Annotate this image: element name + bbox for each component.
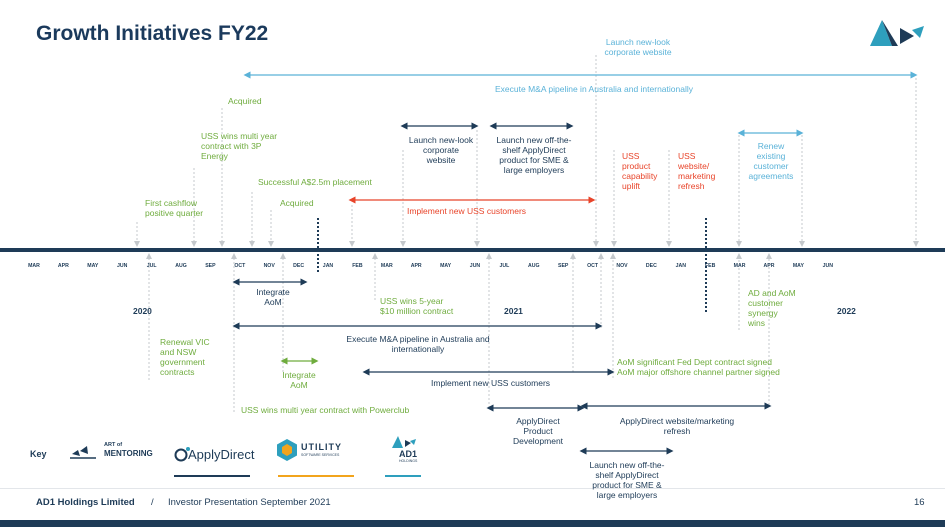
key-underline <box>385 475 421 477</box>
month-label: OCT <box>587 263 599 269</box>
page-number: 16 <box>914 497 925 508</box>
initiative-label: Integrate AoM <box>256 287 290 307</box>
month-label: OCT <box>234 263 246 269</box>
milestone-label: USS wins 5-year $10 million contract <box>380 296 454 316</box>
milestone-label: Launch new-look corporate website <box>408 135 474 165</box>
month-label: JAN <box>322 263 334 269</box>
month-label: JUN <box>116 263 128 269</box>
milestone-label: USS website/ marketing refresh <box>678 151 716 191</box>
milestone-label: Acquired <box>228 96 262 106</box>
applydirect-icon <box>174 447 190 462</box>
month-label: MAR <box>28 263 40 269</box>
key-underline <box>174 475 250 477</box>
milestone-label: USS product capability uplift <box>622 151 658 191</box>
initiative-label: Execute M&A pipeline in Australia and in… <box>495 84 693 94</box>
year-label: 2020 <box>133 306 152 316</box>
month-label: JUL <box>146 263 157 269</box>
key-underline <box>278 475 354 477</box>
milestone-label: Launch new-look corporate website <box>604 37 672 57</box>
month-label: NOV <box>616 263 628 269</box>
month-label: JUN <box>822 263 833 269</box>
footer-separator: / <box>151 497 154 508</box>
month-label: MAR <box>380 263 393 269</box>
key-label: Key <box>30 449 47 459</box>
initiative-label: Integrate AoM <box>282 370 316 390</box>
page-title: Growth Initiatives FY22 <box>36 22 269 45</box>
utility-software-services-logo: UTILITY SOFTWARE SERVICES <box>276 438 358 464</box>
milestone-label: AoM significant Fed Dept contract signed… <box>617 357 780 377</box>
ad1-logo-icon <box>870 20 924 46</box>
art-of-mentoring-logo: ART of MENTORING <box>70 440 158 466</box>
year-label: 2021 <box>504 306 523 316</box>
milestone-label: Acquired <box>280 198 314 208</box>
month-label: DEC <box>645 263 657 269</box>
milestone-label: First cashflow positive quarter <box>145 198 204 218</box>
birds-icon <box>70 446 96 459</box>
initiative-label: ApplyDirect Product Development <box>512 416 564 446</box>
applydirect-logo: ApplyDirect <box>174 437 258 465</box>
month-label: SEP <box>205 263 216 269</box>
month-label: JUL <box>499 263 510 269</box>
initiative-label: ApplyDirect website/marketing refresh <box>619 416 735 436</box>
month-label: FEB <box>352 263 363 269</box>
initiative-label: Implement new USS customers <box>407 206 527 216</box>
month-label: AUG <box>175 263 187 269</box>
month-label: APR <box>410 263 422 269</box>
milestone-label: USS wins multi year contract with Powerc… <box>241 405 410 415</box>
month-label: MAR <box>733 263 746 269</box>
month-label: MAY <box>87 263 99 269</box>
utility-hexagon-icon <box>277 439 297 461</box>
month-label: MAY <box>792 263 804 269</box>
ad1-small-icon <box>392 436 416 448</box>
footer-company: AD1 Holdings Limited <box>36 497 135 508</box>
initiative-label: Execute M&A pipeline in Australia and in… <box>346 334 490 354</box>
month-label: NOV <box>263 263 275 269</box>
milestone-label: Renew existing customer agreements <box>748 141 794 181</box>
milestone-label: Successful A$2.5m placement <box>258 177 372 187</box>
milestone-label: Launch new off-the- shelf ApplyDirect pr… <box>496 135 572 175</box>
month-label: FEB <box>705 263 716 269</box>
month-label: JUN <box>469 263 481 269</box>
year-label: 2022 <box>837 306 856 316</box>
month-label: SEP <box>557 263 569 269</box>
milestone-label: AD and AoM customer synergy wins <box>748 288 796 328</box>
month-label: APR <box>57 263 69 269</box>
milestone-label: Renewal VIC and NSW government contracts <box>160 337 210 377</box>
ad1-holdings-logo: AD1 HOLDINGS <box>385 435 421 465</box>
month-label: DEC <box>293 263 305 269</box>
initiative-label: Implement new USS customers <box>431 378 551 388</box>
month-label: MAY <box>440 263 452 269</box>
footer-presentation: Investor Presentation September 2021 <box>168 497 331 508</box>
month-label: APR <box>763 263 775 269</box>
month-label: AUG <box>528 263 540 269</box>
timeline-axis <box>0 248 945 252</box>
month-label: JAN <box>675 263 686 269</box>
milestone-label: Launch new off-the- shelf ApplyDirect pr… <box>589 460 665 500</box>
milestone-label: USS wins multi year contract with 3P Ene… <box>201 131 278 161</box>
